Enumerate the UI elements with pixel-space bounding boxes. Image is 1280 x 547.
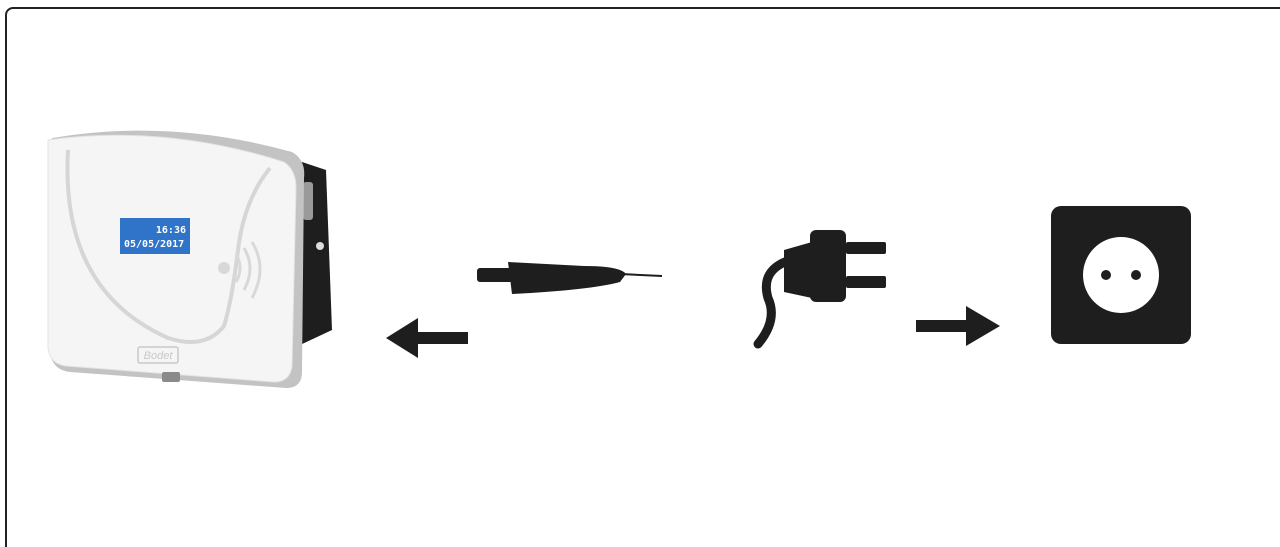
lcd-time: 16:36 [156,225,186,236]
terminal-device: 16:36 05/05/2017 Bodet [47,130,332,388]
power-plug-icon [753,230,886,349]
arrow-right-icon [916,306,1000,346]
device-groove [65,149,272,344]
dc-connector-icon [477,262,663,294]
arrow-left-icon [386,318,468,358]
device-lcd [120,218,190,254]
contactless-icon [218,241,262,299]
brand-label: Bodet [144,350,174,362]
brand-badge [137,346,179,364]
device-foot [162,372,180,382]
wall-socket-icon [1051,206,1191,344]
lcd-date: 05/05/2017 [124,239,184,250]
diagram-frame [5,7,1280,547]
device-side-button [316,242,324,250]
device-front [47,134,297,383]
device-side-connector [303,182,313,220]
